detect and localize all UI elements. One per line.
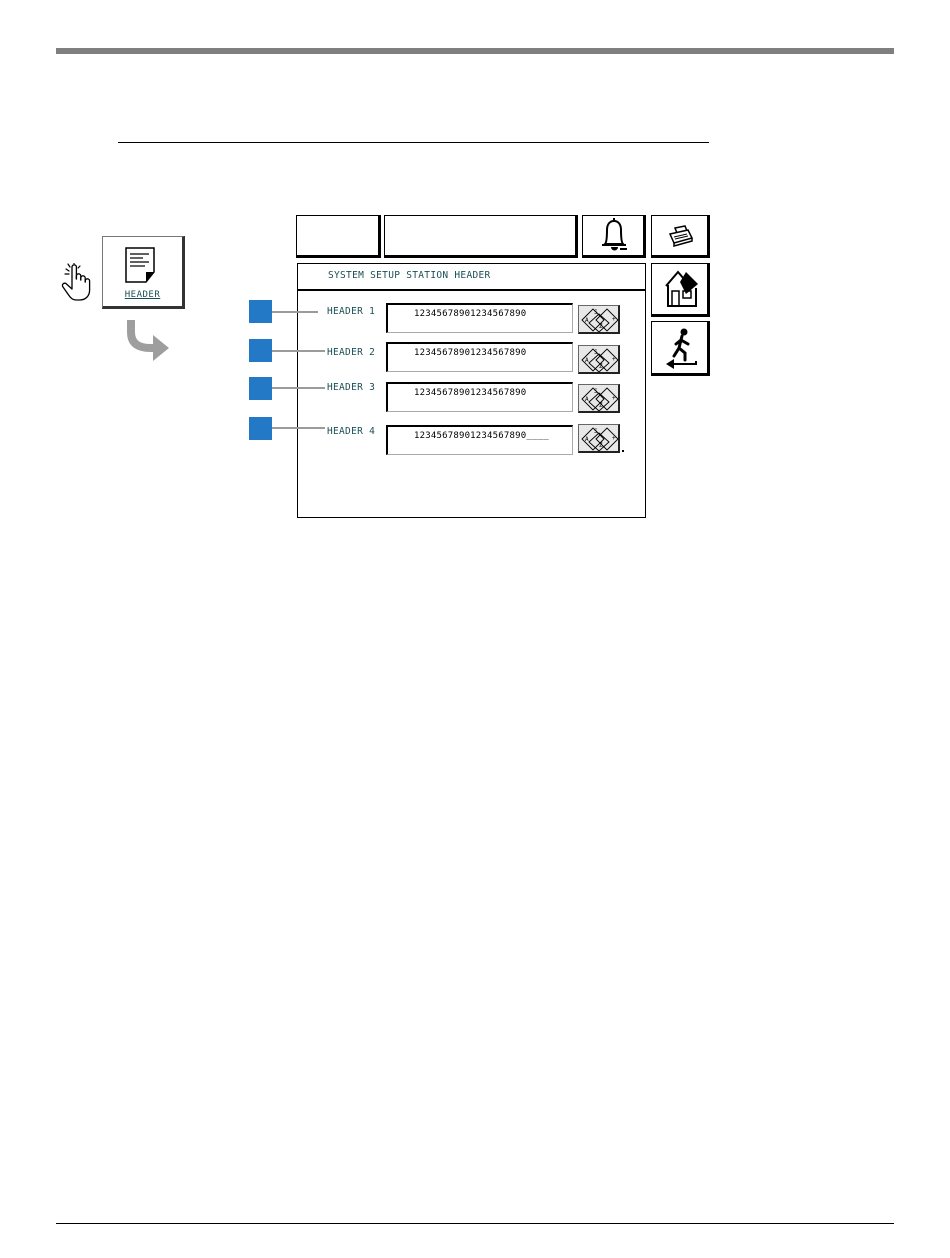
print-button[interactable] (651, 215, 710, 258)
top-rule-bar (56, 48, 894, 54)
header-touch-button[interactable]: HEADER (102, 236, 185, 309)
svg-text:S: S (594, 309, 598, 316)
callout-3-leader (272, 387, 325, 389)
header-2-field[interactable]: 12345678901234567890 (386, 342, 573, 372)
svg-text:+: + (612, 316, 616, 323)
document-icon (125, 247, 155, 283)
header-1-label: HEADER 1 (327, 306, 375, 317)
callout-2-leader (272, 350, 325, 352)
svg-text:A: A (585, 436, 589, 443)
header-4-value: 12345678901234567890____ (414, 431, 549, 441)
screen-title: SYSTEM SETUP STATION HEADER (328, 270, 491, 281)
keyboard-icon: AS + Z (579, 385, 619, 412)
header-4-label: HEADER 4 (327, 426, 375, 437)
svg-text:Z: Z (599, 323, 603, 330)
callout-1-leader (272, 311, 318, 313)
svg-text:A: A (585, 317, 589, 324)
section-rule (118, 142, 709, 143)
svg-text:Z: Z (599, 442, 603, 449)
curved-arrow-icon (125, 318, 171, 362)
svg-text:S: S (594, 428, 598, 435)
status-box-message (384, 215, 578, 258)
keyboard-icon: AS + Z (579, 346, 619, 373)
svg-text:Z: Z (599, 363, 603, 370)
header-4-field[interactable]: 12345678901234567890____ (386, 425, 573, 455)
svg-text:A: A (585, 396, 589, 403)
cursor-dot (622, 450, 624, 452)
exit-button[interactable] (651, 321, 710, 376)
header-3-value: 12345678901234567890 (414, 388, 526, 398)
callout-4-marker (249, 417, 272, 440)
callout-3-marker (249, 377, 272, 400)
printer-icon (652, 216, 708, 256)
header-1-value: 12345678901234567890 (414, 309, 526, 319)
header-2-value: 12345678901234567890 (414, 348, 526, 358)
svg-text:+: + (612, 395, 616, 402)
status-box-left (296, 215, 381, 258)
keyboard-icon: AS + Z (579, 425, 619, 452)
svg-text:+: + (612, 356, 616, 363)
svg-text:+: + (612, 435, 616, 442)
header-1-field[interactable]: 12345678901234567890 (386, 303, 573, 333)
svg-text:S: S (594, 388, 598, 395)
svg-text:A: A (585, 357, 589, 364)
header-3-field[interactable]: 12345678901234567890 (386, 382, 573, 412)
callout-4-leader (272, 427, 325, 429)
touch-hand-icon (60, 263, 94, 303)
footer-rule (56, 1223, 894, 1224)
exit-icon (652, 322, 708, 374)
header-2-label: HEADER 2 (327, 347, 375, 358)
home-button[interactable] (651, 263, 710, 317)
header-button-label: HEADER (103, 290, 182, 300)
keyboard-icon: AS + Z (579, 306, 619, 333)
screen-title-bar: SYSTEM SETUP STATION HEADER (298, 264, 645, 291)
bell-icon (583, 216, 645, 256)
svg-text:Z: Z (599, 402, 603, 409)
header-3-label: HEADER 3 (327, 382, 375, 393)
callout-2-marker (249, 339, 272, 362)
svg-text:S: S (594, 349, 598, 356)
house-icon (652, 264, 708, 314)
alarm-button[interactable] (582, 215, 646, 258)
callout-1-marker (249, 300, 272, 323)
